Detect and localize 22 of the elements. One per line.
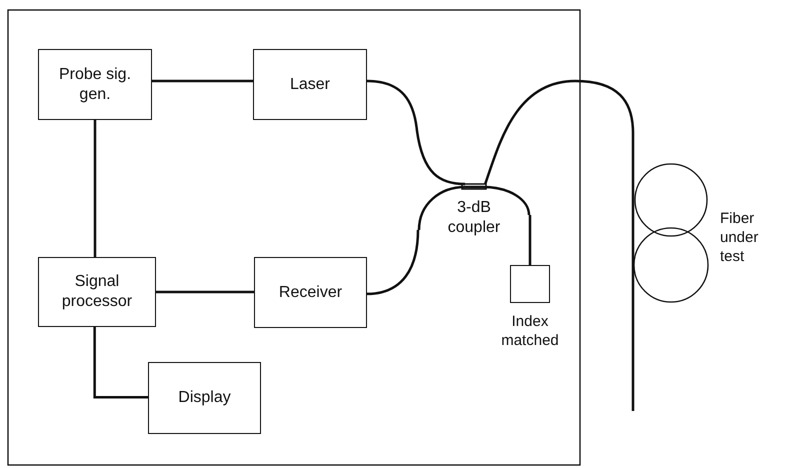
process-box xyxy=(253,49,367,120)
signal-line xyxy=(156,290,254,294)
box-label: Display xyxy=(178,388,231,408)
process-box xyxy=(38,49,152,120)
box-label: Laser xyxy=(290,74,330,94)
process-box xyxy=(148,362,261,434)
box-label: Receiver xyxy=(278,282,342,302)
termination-box xyxy=(510,265,550,303)
box-label: Probe sig. gen. xyxy=(58,64,132,104)
process-box xyxy=(254,257,367,328)
process-box xyxy=(38,257,156,327)
signal-line xyxy=(152,80,253,82)
optical-fiber xyxy=(366,80,466,186)
box-label: Signal processor xyxy=(60,272,134,312)
signal-line xyxy=(93,327,148,399)
component-caption: Index matched xyxy=(500,313,560,350)
optical-fiber xyxy=(484,80,634,184)
signal-line xyxy=(94,120,96,257)
coupler-label: 3-dB coupler xyxy=(446,198,502,238)
optical-fiber xyxy=(366,230,420,296)
optical-fiber xyxy=(528,215,532,265)
component-caption: Fiber under test xyxy=(720,210,760,266)
